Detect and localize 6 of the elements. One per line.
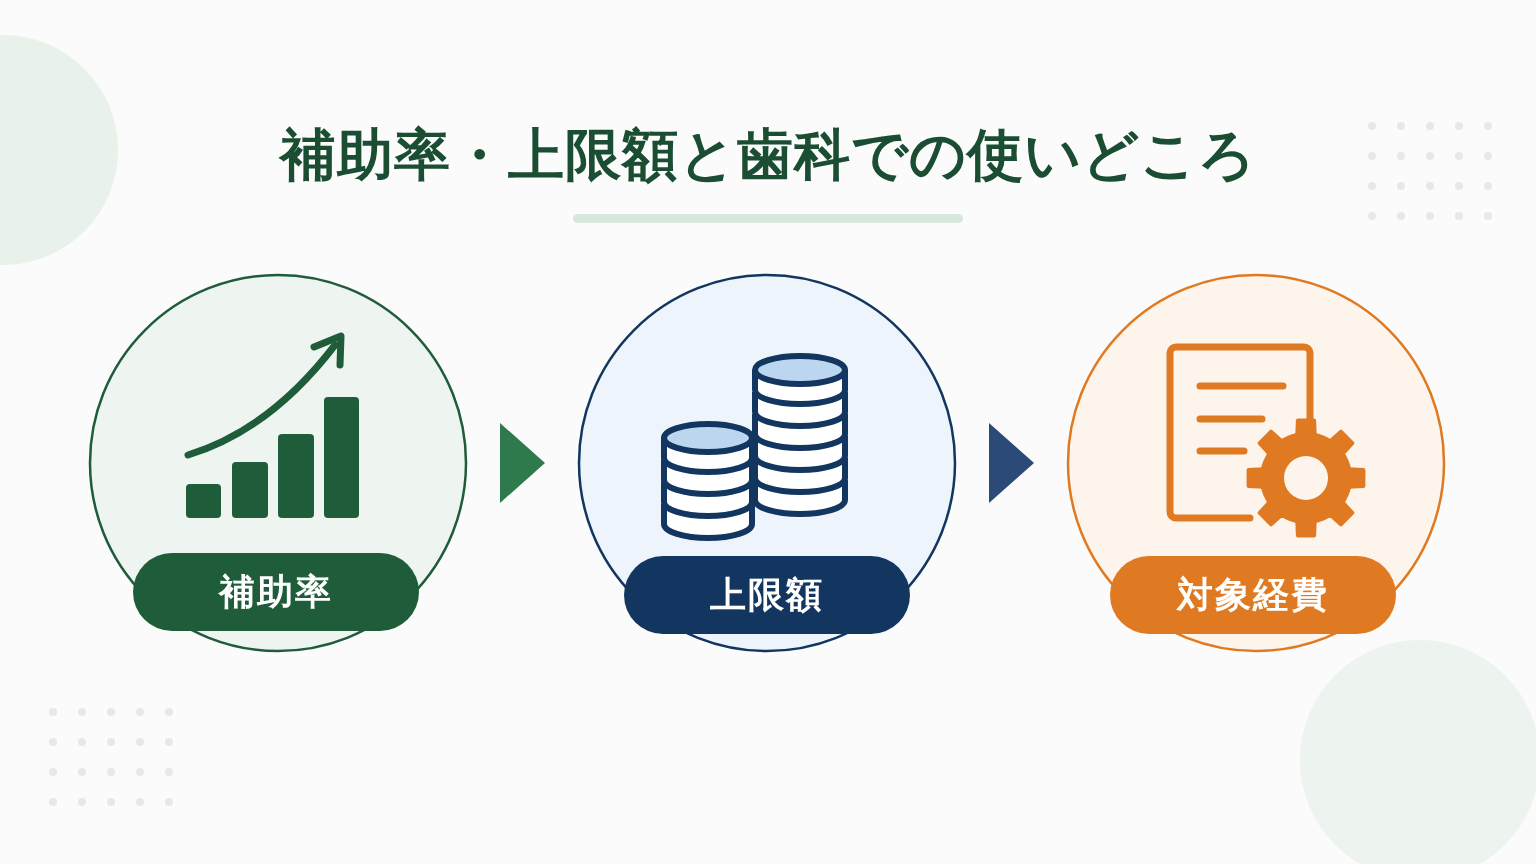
arrow <box>500 423 545 503</box>
label-pill: 対象経費 <box>1110 556 1396 634</box>
label-pill: 補助率 <box>133 553 419 631</box>
arrow <box>989 423 1034 503</box>
label-pill: 上限額 <box>624 556 910 634</box>
title: 補助率・上限額と歯科での使いどころ <box>280 121 1256 189</box>
